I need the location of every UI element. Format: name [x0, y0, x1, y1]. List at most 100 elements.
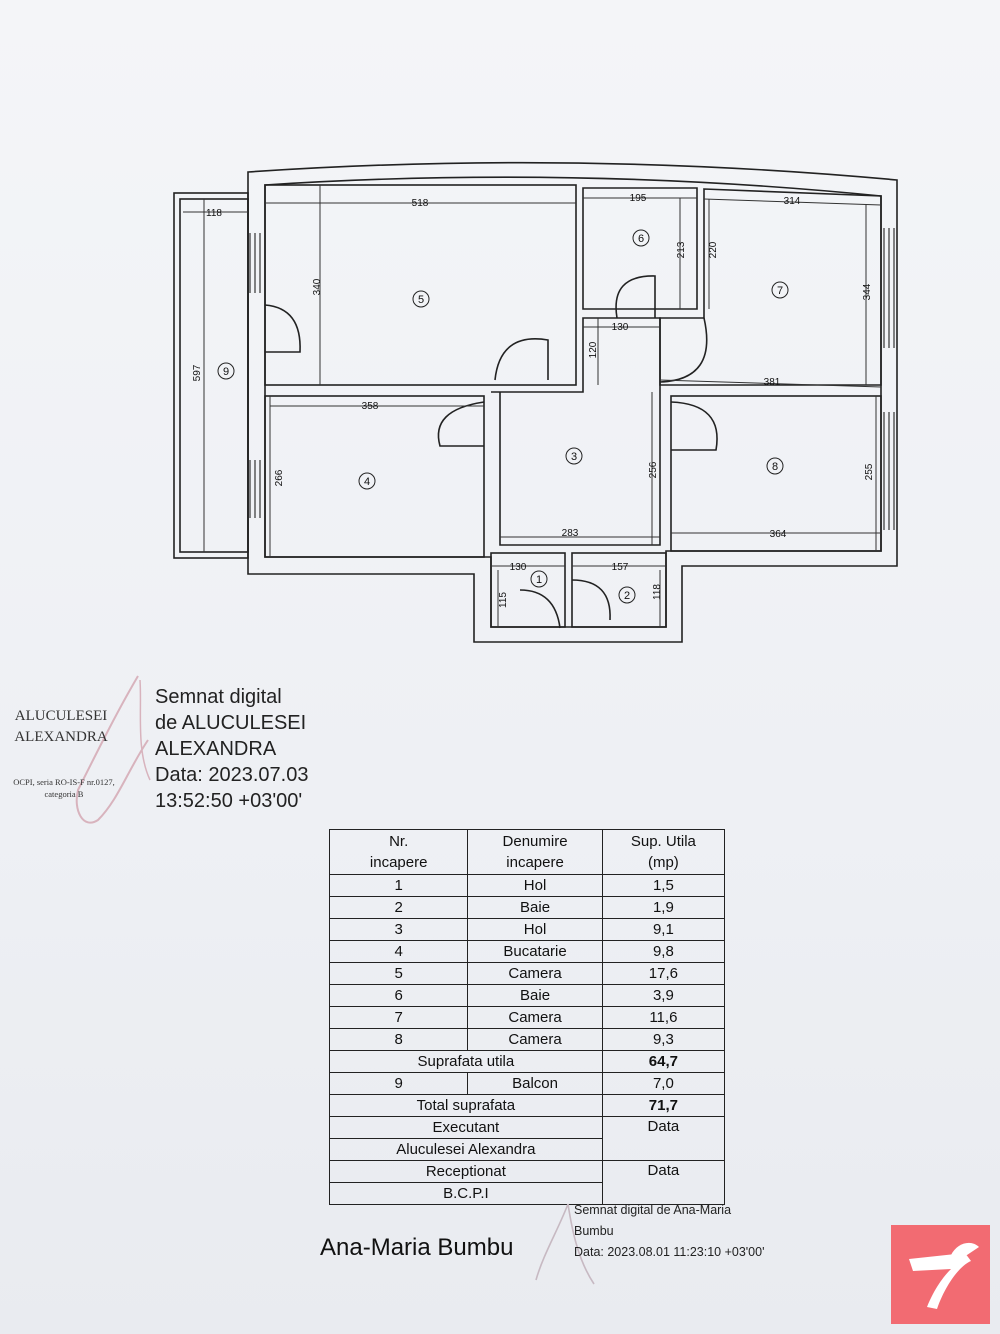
room-4-outline [264, 395, 485, 558]
row-area: 1,9 [601, 896, 726, 919]
balcon-area: 7,0 [601, 1072, 726, 1095]
row-nr: 5 [328, 962, 469, 985]
executant-digital-signature-text: Semnat digital de ALUCULESEI ALEXANDRA D… [155, 684, 308, 814]
floor-plan: 1 2 3 4 5 6 7 8 9 118 518 195 314 213 22… [173, 161, 898, 643]
suprafata-utila-value: 64,7 [601, 1050, 726, 1073]
dim-220: 220 [708, 241, 719, 258]
dim-130-mid: 130 [612, 322, 629, 333]
room-8-outline [670, 395, 882, 552]
room-number-2: 2 [624, 590, 630, 602]
bcpi-label: B.C.P.I [329, 1182, 603, 1205]
row-nr: 3 [328, 918, 469, 941]
row-area: 11,6 [601, 1006, 726, 1029]
receptionat-label: Receptionat [329, 1160, 603, 1183]
header-nr: Nr. incapere [328, 829, 469, 875]
balcon-name: Balcon [467, 1072, 603, 1095]
table-header-row: Nr. incapere Denumire incapere Sup. Util… [328, 829, 726, 875]
room-number-1: 1 [536, 574, 542, 586]
executant-label: Executant [329, 1116, 603, 1139]
row-area: 1,5 [601, 874, 726, 897]
header-suprafata-line1: Sup. Utila [630, 833, 696, 850]
total-label: Total suprafata [329, 1094, 603, 1117]
bcpi-digital-signature-text: Semnat digital de Ana-Maria Bumbu Data: … [574, 1200, 764, 1263]
executant-cert: OCPI, seria RO-IS-F nr.0127, categoria B [0, 776, 128, 800]
row-nr: 8 [328, 1028, 469, 1051]
room-5-outline [264, 184, 577, 386]
suprafata-utila-label: Suprafata utila [329, 1050, 603, 1073]
room-2-outline [571, 552, 667, 628]
bcpi-sig-line2: Bumbu [574, 1224, 614, 1238]
room-number-6: 6 [638, 233, 644, 245]
dim-255: 255 [864, 463, 875, 480]
row-name: Hol [467, 918, 603, 941]
dim-358: 358 [362, 401, 379, 412]
receptionat-data-label: Data [601, 1160, 726, 1205]
dim-120: 120 [588, 341, 599, 358]
header-suprafata-line2: (mp) [647, 854, 679, 871]
room-number-4: 4 [364, 476, 370, 488]
dim-340: 340 [312, 278, 323, 295]
row-name: Camera [467, 1006, 603, 1029]
room-number-9: 9 [223, 366, 229, 378]
header-nr-line1: Nr. [389, 833, 409, 850]
row-area: 9,1 [601, 918, 726, 941]
row-name: Camera [467, 962, 603, 985]
area-table: Nr. incapere Denumire incapere Sup. Util… [328, 829, 726, 1205]
row-name: Camera [467, 1028, 603, 1051]
watermark-logo [891, 1225, 990, 1324]
dim-118-top: 118 [206, 208, 222, 219]
room-6-outline [582, 187, 698, 310]
header-denumire-line2: incapere [506, 854, 564, 871]
room-number-3: 3 [571, 451, 577, 463]
outer-wall-inner [264, 176, 882, 628]
bcpi-signer-name: Ana-Maria Bumbu [320, 1234, 514, 1261]
bcpi-signature-mark [535, 1203, 595, 1285]
executant-sig-line4: Data: 2023.07.03 [155, 764, 309, 786]
room-number-7: 7 [777, 285, 783, 297]
executant-name: Aluculesei Alexandra [329, 1138, 603, 1161]
row-area: 9,8 [601, 940, 726, 963]
row-name: Bucatarie [467, 940, 603, 963]
row-nr: 7 [328, 1006, 469, 1029]
dim-213: 213 [676, 241, 687, 258]
executant-sig-line1: Semnat digital [155, 686, 282, 708]
row-area: 17,6 [601, 962, 726, 985]
room-number-8: 8 [772, 461, 778, 473]
dim-344: 344 [862, 283, 873, 300]
dim-195: 195 [630, 193, 647, 204]
executant-cert-line1: OCPI, seria RO-IS-F nr.0127, [13, 777, 115, 787]
row-name: Baie [467, 896, 603, 919]
dim-118-bot: 118 [652, 584, 663, 600]
executant-sig-line5: 13:52:50 +03'00' [155, 790, 303, 812]
executant-name-line2: ALEXANDRA [14, 729, 108, 745]
balcony-inner [179, 198, 249, 553]
room-1-outline [490, 552, 566, 628]
balcon-nr: 9 [328, 1072, 469, 1095]
bcpi-sig-line1: Semnat digital de Ana-Maria [574, 1203, 732, 1217]
header-nr-line2: incapere [369, 854, 428, 871]
dim-597: 597 [192, 364, 203, 381]
room-number-5: 5 [418, 294, 424, 306]
row-area: 3,9 [601, 984, 726, 1007]
row-nr: 1 [328, 874, 469, 897]
dim-518: 518 [412, 198, 429, 209]
bcpi-row: B.C.P.I [329, 1182, 725, 1205]
row-nr: 6 [328, 984, 469, 1007]
executant-sig-line2: de ALUCULESEI [155, 712, 307, 734]
row-nr: 4 [328, 940, 469, 963]
total-value: 71,7 [601, 1094, 726, 1117]
room-7-outline [659, 188, 882, 386]
executant-sig-line3: ALEXANDRA [155, 738, 277, 760]
dim-381: 381 [764, 377, 781, 388]
executant-name-line1: ALUCULESEI [14, 708, 108, 724]
